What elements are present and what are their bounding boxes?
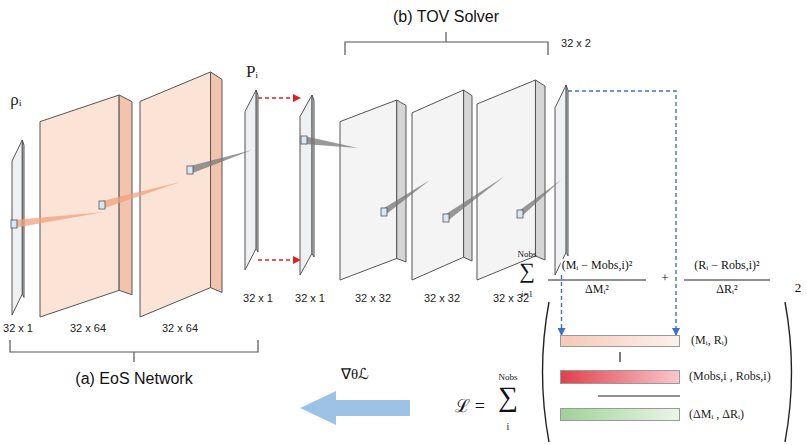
dashed-arrow bbox=[258, 259, 300, 260]
sum-symbol: ∑ bbox=[498, 381, 518, 413]
sum-limit: i bbox=[507, 421, 510, 433]
kernel-square bbox=[11, 220, 17, 228]
cone bbox=[304, 136, 358, 148]
layer-label: 32 x 32 bbox=[355, 292, 391, 305]
numerator: (Mᵢ − Mobs,i)² bbox=[561, 259, 634, 273]
dashed-arrow bbox=[258, 97, 300, 98]
parenthesis bbox=[543, 302, 550, 442]
output-bar: (ΔMᵢ , ΔRᵢ) bbox=[560, 408, 680, 421]
denominator: ΔMᵢ² bbox=[584, 283, 610, 297]
layer-label: ρᵢ bbox=[10, 90, 21, 110]
parenthesis bbox=[785, 302, 792, 442]
section-title: (a) EoS Network bbox=[75, 370, 192, 388]
cone bbox=[384, 180, 430, 216]
output-label: (Mobs,i , Robs,i) bbox=[689, 370, 771, 384]
cone bbox=[102, 182, 180, 209]
dashed-arrow bbox=[561, 275, 562, 335]
layer-shape bbox=[412, 90, 472, 280]
cone bbox=[520, 180, 561, 218]
kernel-square bbox=[443, 214, 449, 222]
network-layer: 32 x 1 bbox=[300, 95, 314, 275]
layer-label: 32 x 1 bbox=[295, 292, 325, 305]
bracket bbox=[345, 32, 548, 55]
fraction-bar bbox=[684, 280, 770, 281]
output-bar: (Mobs,i , Robs,i) bbox=[560, 370, 680, 384]
layer-label: 32 x 64 bbox=[70, 322, 106, 335]
layer-shape bbox=[40, 95, 132, 317]
numerator: (Rᵢ − Robs,i)² bbox=[693, 259, 760, 273]
exponent: 2 bbox=[795, 281, 802, 296]
sum-limit: i=1 bbox=[521, 289, 533, 299]
network-layer: 32 x 32 bbox=[412, 90, 472, 280]
output-label: (Mᵢ, Rᵢ) bbox=[691, 334, 728, 348]
layer-shape bbox=[140, 72, 222, 317]
sum-limit: Nobs bbox=[517, 249, 536, 259]
kernel-square bbox=[99, 201, 105, 209]
layer-shape bbox=[340, 100, 406, 280]
sum-symbol: ∑ bbox=[519, 258, 535, 283]
section-title: (b) TOV Solver bbox=[393, 8, 499, 26]
kernel-square bbox=[301, 136, 307, 144]
sum-limit: Nobs bbox=[498, 372, 517, 382]
network-layer: Pᵢ32 x 1 bbox=[245, 90, 258, 270]
layer-label: 32 x 1 bbox=[243, 292, 273, 305]
bracket bbox=[10, 340, 258, 362]
gradient-arrow bbox=[300, 391, 410, 425]
kernel-square bbox=[381, 208, 387, 216]
kernel-square bbox=[517, 210, 523, 218]
network-layer: 32 x 64 bbox=[140, 72, 222, 317]
dashed-arrow bbox=[568, 91, 676, 335]
loss-symbol: ℒ = bbox=[455, 396, 485, 417]
kernel-square bbox=[187, 166, 193, 174]
output-label: (ΔMᵢ , ΔRᵢ) bbox=[689, 408, 744, 422]
gradient-label: ∇θℒ bbox=[341, 366, 369, 383]
layer-shape bbox=[245, 90, 258, 270]
layer-shape bbox=[555, 85, 568, 275]
network-layer: 32 x 32 bbox=[340, 100, 406, 280]
cone bbox=[190, 150, 252, 174]
output-bar: (Mᵢ, Rᵢ) bbox=[560, 335, 680, 347]
network-layer: 32 x 2 bbox=[555, 85, 568, 275]
layer-label: Pᵢ bbox=[246, 62, 258, 82]
plus-sign: + bbox=[661, 271, 668, 286]
denominator: ΔRᵢ² bbox=[715, 283, 738, 297]
cone bbox=[446, 176, 505, 222]
minus-tick bbox=[619, 352, 620, 362]
layer-shape bbox=[300, 95, 314, 275]
layer-label: 32 x 32 bbox=[424, 292, 460, 305]
layer-label: 32 x 64 bbox=[162, 322, 198, 335]
fraction-bar bbox=[548, 280, 646, 281]
cone bbox=[14, 212, 104, 228]
network-layer: 32 x 64 bbox=[40, 95, 132, 317]
division-line bbox=[598, 395, 680, 396]
layer-label: 32 x 2 bbox=[561, 37, 591, 50]
layer-label: 32 x 1 bbox=[3, 322, 33, 335]
